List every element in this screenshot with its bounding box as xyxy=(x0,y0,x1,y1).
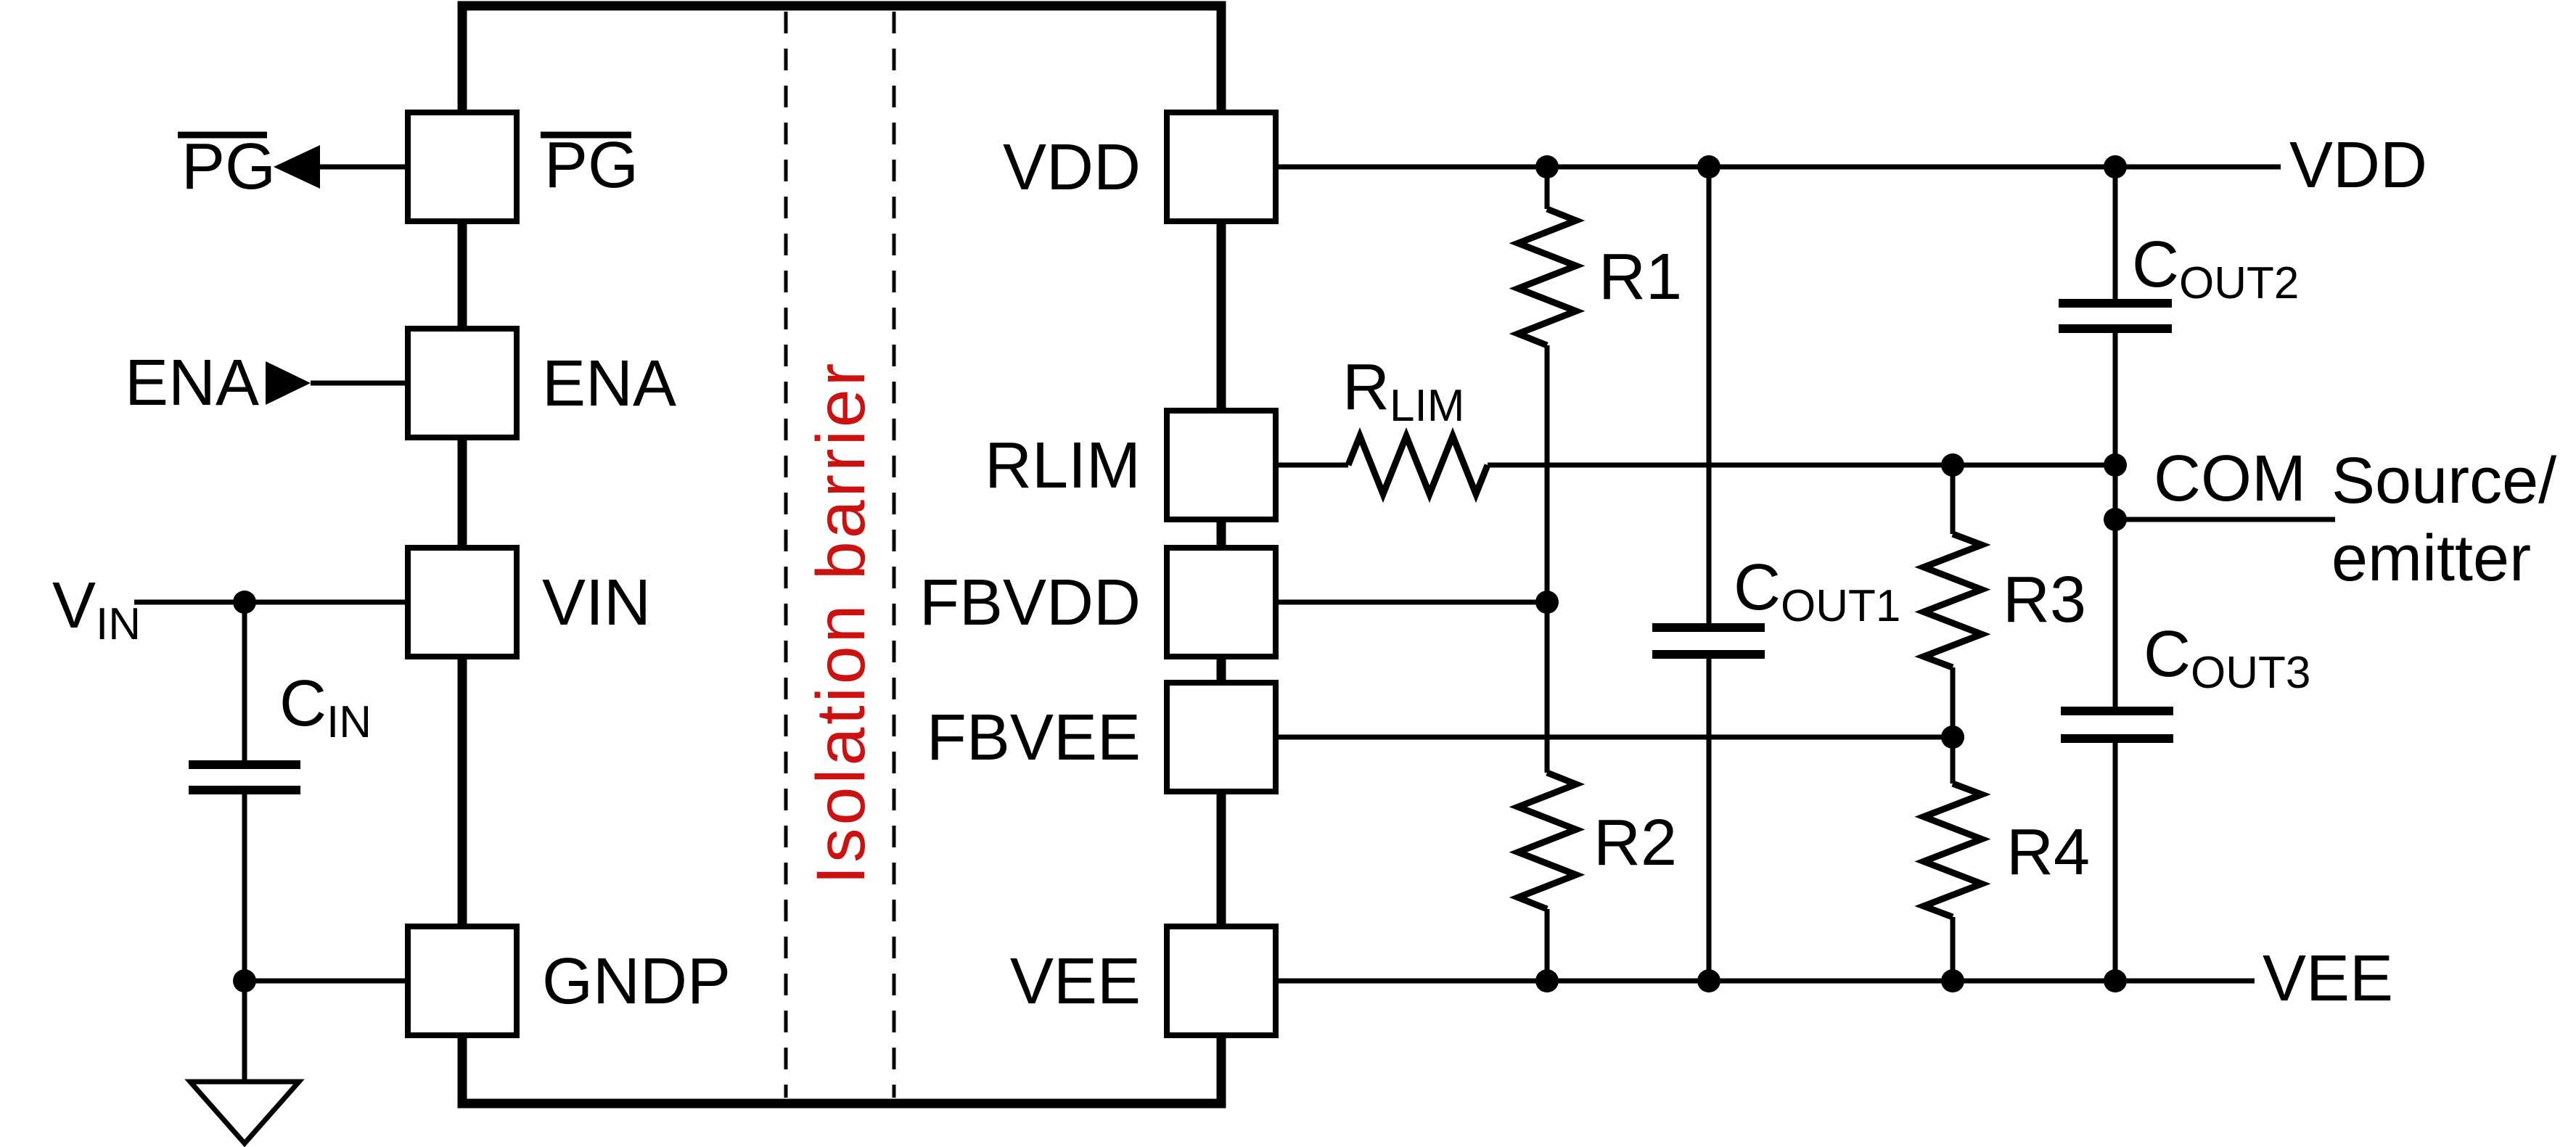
junction-dot-rlim-r3 xyxy=(1941,453,1964,477)
component-label-r2: R2 xyxy=(1593,807,1677,879)
pin-box-rlim xyxy=(1164,408,1279,522)
pin-label-rlim: RLIM xyxy=(985,429,1141,502)
component-label-r1: R1 xyxy=(1599,241,1682,313)
junction-dot-vin xyxy=(233,591,256,614)
pin-label-vdd: VDD xyxy=(1003,131,1141,204)
pin-label-pg: PG xyxy=(544,129,639,202)
ground-symbol xyxy=(184,1079,305,1147)
signal-label-vin: VIN xyxy=(52,570,141,649)
pin-box-pg xyxy=(405,110,520,224)
pin-label-vee: VEE xyxy=(1010,945,1141,1018)
junction-dot-vee-r4 xyxy=(1941,969,1964,992)
signal-label-com: COM xyxy=(2154,443,2306,515)
component-label-cout1: COUT1 xyxy=(1734,551,1900,631)
pin-box-vdd xyxy=(1164,110,1279,224)
pin-box-fbvee xyxy=(1164,680,1279,794)
junction-dot-gndp xyxy=(233,969,256,992)
signal-label-vdd: VDD xyxy=(2289,129,2427,202)
resistor-r1-symbol xyxy=(1509,205,1586,349)
resistor-r4-symbol xyxy=(1914,780,1991,921)
component-label-r3: R3 xyxy=(2003,564,2086,636)
pin-box-vee xyxy=(1164,924,1279,1038)
pin-box-gndp xyxy=(405,924,520,1038)
junction-dot-fbvdd xyxy=(1535,591,1559,614)
pin-label-ena: ENA xyxy=(542,348,676,420)
pin-label-gndp: GNDP xyxy=(542,945,731,1018)
component-label-cout3: COUT3 xyxy=(2144,618,2310,698)
component-label-cin: CIN xyxy=(279,667,372,747)
isolation-barrier-label: Isolation barrier xyxy=(803,361,879,885)
junction-dot-vee-r2 xyxy=(1535,969,1559,992)
ena-input-arrow-icon xyxy=(266,361,311,405)
junction-dot-vdd-cout2 xyxy=(2104,155,2127,178)
pin-box-ena xyxy=(405,326,520,440)
pin-label-fbvee: FBVEE xyxy=(927,702,1141,774)
resistor-r3-symbol xyxy=(1914,530,1991,671)
component-label-rlim: RLIM xyxy=(1342,351,1464,431)
junction-dot-vdd-cout1 xyxy=(1697,155,1720,178)
signal-label-vee: VEE xyxy=(2263,942,2393,1015)
signal-label-ena: ENA xyxy=(125,347,259,419)
component-label-cout2: COUT2 xyxy=(2132,229,2299,308)
resistor-rlim-symbol xyxy=(1345,427,1491,503)
junction-dot-com-stub xyxy=(2104,508,2127,531)
pin-box-fbvdd xyxy=(1164,545,1279,659)
pin-label-fbvdd: FBVDD xyxy=(919,567,1141,639)
component-label-r4: R4 xyxy=(2006,816,2090,889)
signal-label-emitter: emitter xyxy=(2331,522,2531,595)
signal-label-source: Source/ xyxy=(2331,445,2556,517)
junction-dot-vdd-r1 xyxy=(1535,155,1559,178)
signal-label-pg: PG xyxy=(181,131,276,203)
junction-dot-vee-cout1 xyxy=(1697,969,1720,992)
pin-label-vin: VIN xyxy=(542,567,651,639)
resistor-r2-symbol xyxy=(1509,769,1586,913)
pg-output-arrow-icon xyxy=(274,145,320,189)
junction-dot-vee-cout3 xyxy=(2104,969,2127,992)
pin-box-vin xyxy=(405,545,520,659)
junction-dot-com-top xyxy=(2104,453,2127,477)
junction-dot-fbvee-r3r4 xyxy=(1941,725,1964,749)
